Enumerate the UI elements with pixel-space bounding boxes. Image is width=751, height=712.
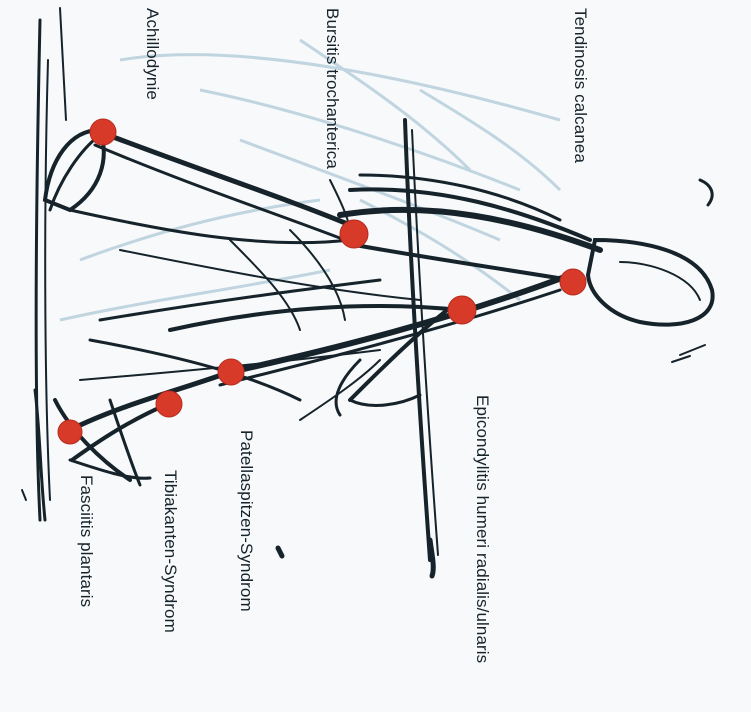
label-bursitis-trochanterica: Bursitis trochanterica	[322, 8, 342, 169]
marker-achillodynie	[90, 119, 116, 145]
marker-tendinosis-calcanea	[560, 269, 586, 295]
runner-figure	[22, 8, 713, 576]
label-patellaspitzen-syndrom: Patellaspitzen-Syndrom	[236, 430, 256, 612]
label-tibiakanten-syndrom: Tibiakanten-Syndrom	[160, 470, 180, 633]
marker-fasciitis-plantaris	[58, 420, 82, 444]
label-fasciitis-plantaris: Fasciitis plantaris	[76, 475, 96, 607]
marker-patellaspitzen-syndrom	[218, 359, 244, 385]
marker-epicondylitis	[448, 296, 476, 324]
label-achillodynie: Achillodynie	[142, 8, 162, 100]
marker-bursitis-trochanterica	[340, 220, 368, 248]
label-epicondylitis: Epicondylitis humeri radialis/ulnaris	[472, 395, 492, 663]
faint-background-sketch	[60, 40, 560, 320]
label-tendinosis-calcanea: Tendinosis calcanea	[570, 8, 590, 163]
marker-tibiakanten-syndrom	[156, 391, 182, 417]
